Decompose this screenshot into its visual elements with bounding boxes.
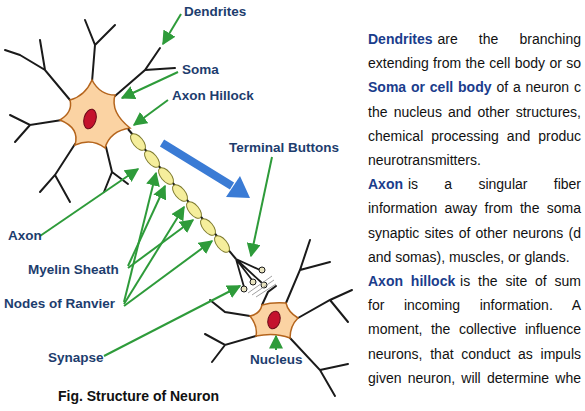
body-text: for incoming information. A xyxy=(368,297,581,313)
impulse-arrowhead xyxy=(226,176,250,198)
part-label: Axon xyxy=(8,228,42,244)
term-heading: Axon hillock xyxy=(368,273,455,289)
paragraph-line: moment, the collective influence xyxy=(368,321,581,338)
part-label: Nodes of Ranvier xyxy=(4,296,115,312)
body-text: and somas), muscles, or glands. xyxy=(368,249,570,265)
paragraph-line: neurons, that conduct as impuls xyxy=(368,346,581,363)
paragraph-line: extending from the cell body or so xyxy=(368,55,581,72)
axon xyxy=(128,129,236,259)
paragraph-line: for incoming information. A xyxy=(368,297,581,314)
paragraph-line: chemical processing and produc xyxy=(368,128,581,145)
paragraph-line: synaptic sites of other neurons (d xyxy=(368,225,581,242)
paragraph-line: the nucleus and other structures, xyxy=(368,104,581,121)
dendrites xyxy=(5,20,175,202)
paragraph-line: information away from the soma xyxy=(368,200,581,217)
myelin-segment xyxy=(156,165,177,187)
myelin-segment xyxy=(128,131,149,153)
axon-terminals xyxy=(236,259,262,287)
body-text: neurotransmitters. xyxy=(368,152,481,168)
figure-caption: Fig. Structure of Neuron xyxy=(58,388,219,405)
term-heading: Axon xyxy=(368,176,403,192)
paragraph-line: Dendritesare the branching xyxy=(368,31,581,48)
myelin-segment xyxy=(142,148,163,170)
part-label: Terminal Buttons xyxy=(229,140,339,156)
part-label: Myelin Sheath xyxy=(28,262,119,278)
body-text: is a singular fiber xyxy=(408,176,581,192)
part-label: Synapse xyxy=(48,350,104,366)
term-heading: Dendrites xyxy=(368,31,433,47)
part-label: Soma xyxy=(182,62,219,78)
body-text: neurons, that conduct as impuls xyxy=(368,346,581,362)
myelin-segment xyxy=(198,216,219,238)
myelin-sheath xyxy=(128,131,233,255)
impulse-arrow xyxy=(162,143,232,186)
body-text: is the site of sum xyxy=(460,273,581,289)
body-text: synaptic sites of other neurons (d xyxy=(368,225,581,241)
part-label: Dendrites xyxy=(184,4,246,20)
nucleus xyxy=(82,108,99,130)
body-text: the nucleus and other structures, xyxy=(368,104,581,120)
part-label: Axon Hillock xyxy=(172,88,254,104)
paragraph-line: Axon hillock is the site of sum xyxy=(368,273,581,290)
term-heading: Soma or cell body xyxy=(368,79,491,95)
paragraph-line: Axon is a singular fiber xyxy=(368,176,581,193)
myelin-segment xyxy=(212,233,233,255)
myelin-segment xyxy=(184,199,205,221)
paragraph-line: and somas), muscles, or glands. xyxy=(368,249,581,266)
nucleus xyxy=(266,310,282,330)
body-text: of a neuron c xyxy=(496,79,581,95)
body-text: moment, the collective influence xyxy=(368,321,581,337)
terminal-buttons xyxy=(241,267,267,292)
paragraph-line: neurotransmitters. xyxy=(368,152,581,169)
soma xyxy=(250,303,298,338)
body-text: chemical processing and produc xyxy=(368,128,581,144)
paragraph-line: Soma or cell body of a neuron c xyxy=(368,79,581,96)
synapse-cleft xyxy=(248,276,276,297)
myelin-segment xyxy=(170,182,191,204)
part-label: Nucleus xyxy=(250,352,303,368)
paragraph-line: given neuron, will determine whe xyxy=(368,370,581,387)
body-text: given neuron, will determine whe xyxy=(368,370,581,386)
soma xyxy=(60,80,130,148)
body-text: information away from the soma xyxy=(368,200,581,216)
body-text: extending from the cell body or so xyxy=(368,55,581,71)
dendrites xyxy=(205,240,352,396)
body-text: are the branching xyxy=(437,31,581,47)
